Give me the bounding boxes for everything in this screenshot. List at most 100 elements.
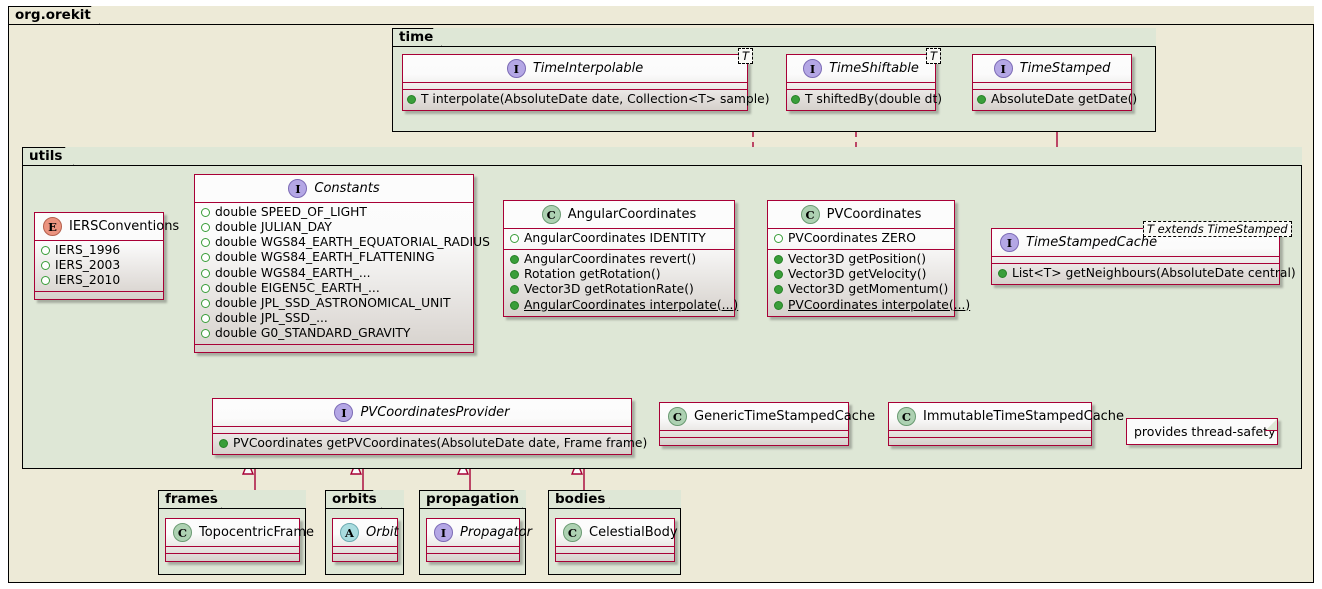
class-constants[interactable]: I Constants double SPEED_OF_LIGHT double… bbox=[194, 174, 490, 354]
class-time-stamped-cache[interactable]: I TimeStampedCache List<T> getNeighbours… bbox=[991, 228, 1296, 286]
class-orbit-methods bbox=[333, 554, 397, 561]
class-pv-coordinates-provider-fields bbox=[213, 427, 631, 434]
method-label: T interpolate(AbsoluteDate date, Collect… bbox=[421, 92, 770, 106]
package-time-tab: time bbox=[392, 28, 442, 47]
method-label: Vector3D getMomentum() bbox=[788, 282, 949, 297]
class-time-shiftable[interactable]: I TimeShiftable T shiftedBy(double dt) bbox=[786, 54, 942, 112]
method-row: Vector3D getMomentum() bbox=[774, 282, 950, 297]
generic-param-time-interpolable: T bbox=[738, 48, 754, 65]
class-stereotype-icon: C bbox=[173, 523, 192, 542]
class-immutable-time-stamped-cache[interactable]: C ImmutableTimeStampedCache bbox=[888, 402, 1124, 446]
class-time-interpolable-methods: T interpolate(AbsoluteDate date, Collect… bbox=[403, 90, 770, 110]
class-propagator-name: Propagator bbox=[460, 525, 532, 540]
public-visibility-icon bbox=[774, 255, 783, 265]
static-public-visibility-icon bbox=[201, 268, 210, 278]
class-angular-coordinates-fields: AngularCoordinates IDENTITY bbox=[504, 229, 734, 251]
class-celestial-body-header: C CelestialBody bbox=[556, 519, 678, 547]
class-time-interpolable-fields bbox=[403, 83, 747, 90]
class-time-interpolable[interactable]: I TimeInterpolable T interpolate(Absolut… bbox=[402, 54, 770, 112]
static-public-visibility-icon bbox=[774, 234, 783, 244]
class-iers-conventions[interactable]: E IERSConventions IERS_1996 IERS_2003 IE… bbox=[34, 212, 179, 301]
class-constants-name: Constants bbox=[314, 181, 380, 196]
field-label: PVCoordinates ZERO bbox=[788, 231, 916, 245]
class-orbit[interactable]: A Orbit bbox=[332, 518, 399, 562]
method-label: AbsoluteDate getDate() bbox=[991, 92, 1138, 106]
class-time-stamped[interactable]: I TimeStamped AbsoluteDate getDate() bbox=[972, 54, 1137, 112]
package-org-orekit-tab: org.orekit bbox=[8, 6, 100, 25]
class-pv-coordinates-provider[interactable]: I PVCoordinatesProvider PVCoordinates ge… bbox=[212, 398, 647, 456]
class-time-shiftable-name: TimeShiftable bbox=[829, 61, 919, 76]
package-propagation-label: propagation bbox=[426, 491, 520, 508]
method-label: Vector3D getRotationRate() bbox=[524, 282, 694, 297]
class-angular-coordinates-methods: AngularCoordinates revert() Rotation get… bbox=[504, 250, 738, 316]
method-row: T interpolate(AbsoluteDate date, Collect… bbox=[407, 92, 770, 107]
field-label: double JPL_SSD_... bbox=[215, 310, 328, 325]
static-public-visibility-icon bbox=[41, 246, 50, 256]
generic-param-label: T bbox=[930, 49, 938, 63]
class-constants-fields: double SPEED_OF_LIGHT double JULIAN_DAY … bbox=[195, 203, 490, 346]
static-public-visibility-icon bbox=[201, 253, 210, 263]
class-constants-methods bbox=[195, 345, 473, 352]
enum-value-label: IERS_2003 bbox=[55, 258, 121, 273]
package-org-orekit-label: org.orekit bbox=[15, 7, 91, 24]
abstract-stereotype-icon: A bbox=[340, 523, 359, 542]
public-visibility-icon bbox=[510, 285, 519, 295]
field-row: PVCoordinates ZERO bbox=[774, 231, 950, 246]
class-time-stamped-fields bbox=[973, 83, 1131, 90]
field-label: double SPEED_OF_LIGHT bbox=[215, 205, 367, 219]
class-pv-coordinates-header: C PVCoordinates bbox=[768, 201, 954, 229]
class-celestial-body-fields bbox=[556, 547, 674, 554]
class-time-stamped-cache-methods: List<T> getNeighbours(AbsoluteDate centr… bbox=[992, 264, 1296, 284]
interface-stereotype-icon: I bbox=[334, 403, 354, 422]
class-immutable-time-stamped-cache-header: C ImmutableTimeStampedCache bbox=[889, 403, 1124, 431]
field-row: double WGS84_EARTH_... bbox=[201, 266, 469, 281]
package-orbits-label: orbits bbox=[332, 491, 377, 508]
class-stereotype-icon: C bbox=[668, 407, 687, 426]
class-time-interpolable-header: I TimeInterpolable bbox=[403, 55, 747, 83]
class-pv-coordinates-methods: Vector3D getPosition() Vector3D getVeloc… bbox=[768, 250, 970, 316]
class-immutable-time-stamped-cache-name: ImmutableTimeStampedCache bbox=[923, 409, 1125, 424]
static-public-visibility-icon bbox=[201, 223, 210, 233]
method-label: Vector3D getVelocity() bbox=[788, 267, 927, 282]
class-generic-time-stamped-cache-name: GenericTimeStampedCache bbox=[694, 409, 876, 424]
static-method-label: PVCoordinates interpolate(...) bbox=[788, 297, 971, 312]
class-propagator[interactable]: I Propagator bbox=[426, 518, 532, 562]
class-time-shiftable-methods: T shiftedBy(double dt) bbox=[787, 90, 942, 110]
static-public-visibility-icon bbox=[201, 283, 210, 293]
enum-stereotype-icon: E bbox=[43, 217, 62, 236]
field-label: AngularCoordinates IDENTITY bbox=[524, 231, 706, 245]
public-visibility-icon bbox=[774, 285, 783, 295]
class-propagator-header: I Propagator bbox=[427, 519, 532, 547]
field-row: double SPEED_OF_LIGHT bbox=[201, 205, 469, 220]
public-visibility-icon bbox=[998, 269, 1007, 279]
method-row: AngularCoordinates revert() bbox=[510, 252, 730, 267]
public-visibility-icon bbox=[219, 439, 228, 449]
class-generic-time-stamped-cache-fields bbox=[660, 431, 848, 438]
interface-stereotype-icon: I bbox=[1000, 233, 1019, 252]
class-constants-header: I Constants bbox=[195, 175, 473, 203]
class-immutable-time-stamped-cache-fields bbox=[889, 431, 1091, 438]
static-public-visibility-icon bbox=[41, 261, 50, 271]
class-celestial-body-methods bbox=[556, 554, 674, 561]
note-thread-safety: provides thread-safety bbox=[1126, 418, 1278, 445]
class-celestial-body[interactable]: C CelestialBody bbox=[555, 518, 678, 562]
method-row: PVCoordinates interpolate(...) bbox=[774, 298, 970, 313]
package-frames-tab: frames bbox=[158, 490, 222, 509]
method-row: AngularCoordinates interpolate(...) bbox=[510, 298, 738, 313]
field-label: double WGS84_EARTH_... bbox=[215, 265, 371, 280]
class-pv-coordinates[interactable]: C PVCoordinates PVCoordinates ZERO Vecto… bbox=[767, 200, 970, 317]
field-label: double EIGEN5C_EARTH_... bbox=[215, 280, 380, 295]
class-topocentric-frame[interactable]: C TopocentricFrame bbox=[165, 518, 314, 562]
class-time-stamped-name: TimeStamped bbox=[1019, 61, 1111, 76]
method-label: Vector3D getPosition() bbox=[788, 252, 927, 267]
package-time-label: time bbox=[399, 29, 434, 46]
public-visibility-icon bbox=[774, 270, 783, 280]
class-time-stamped-cache-name: TimeStampedCache bbox=[1026, 235, 1158, 250]
field-row: double WGS84_EARTH_EQUATORIAL_RADIUS bbox=[201, 235, 490, 250]
static-public-visibility-icon bbox=[41, 276, 50, 286]
package-propagation-tab: propagation bbox=[419, 490, 523, 509]
field-label: double WGS84_EARTH_FLATTENING bbox=[215, 250, 435, 265]
class-angular-coordinates[interactable]: C AngularCoordinates AngularCoordinates … bbox=[503, 200, 738, 317]
class-generic-time-stamped-cache[interactable]: C GenericTimeStampedCache bbox=[659, 402, 875, 446]
generic-param-label: T extends TimeStamped bbox=[1147, 222, 1288, 236]
